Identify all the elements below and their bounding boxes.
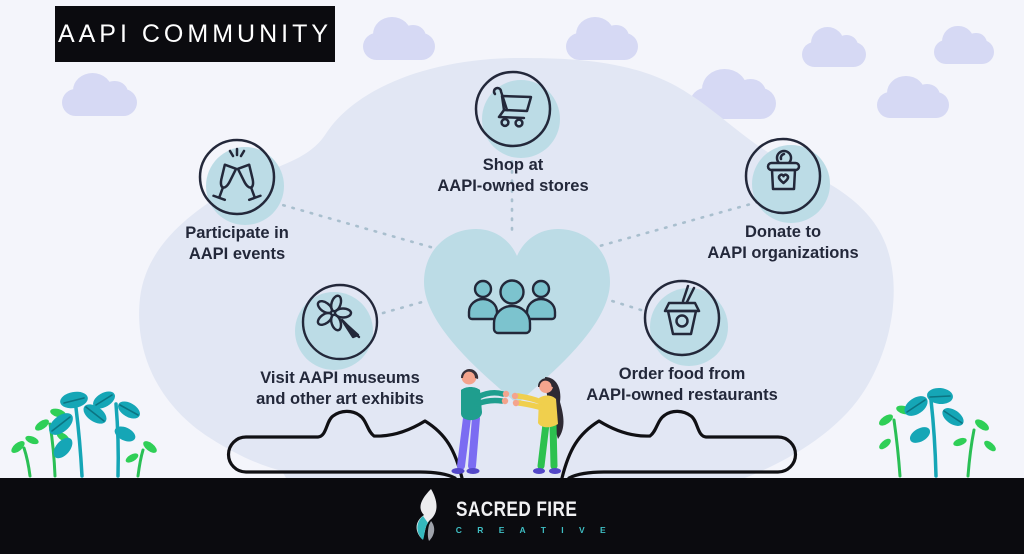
page-title: AAPI COMMUNITY: [57, 19, 333, 48]
footer-bar: SACRED FIRE C R E A T I V E: [0, 478, 1024, 554]
cloud-icon: [363, 16, 435, 60]
cloud-icon: [802, 27, 866, 67]
toast-glasses-icon: [198, 138, 284, 225]
feature-label: Donate to AAPI organizations: [707, 223, 859, 262]
plant-illustration: [879, 387, 996, 478]
flame-logo-icon: [416, 489, 437, 541]
connector-line: [576, 200, 760, 254]
takeout-box-icon: [643, 279, 728, 366]
palette-brush-icon: [295, 283, 379, 370]
man-figure: [451, 368, 510, 474]
donation-box-icon: [744, 137, 830, 223]
cloud-icon: [566, 16, 638, 60]
connector-line: [263, 198, 450, 254]
brand-name: SACRED FIRE: [455, 497, 578, 521]
cloud-icon: [877, 76, 949, 118]
title-banner: AAPI COMMUNITY: [55, 6, 335, 62]
cloud-icon: [62, 72, 137, 116]
right-hand-icon: [560, 409, 798, 480]
feature-label: Participate in AAPI events: [185, 224, 289, 263]
hands-illustration: [226, 409, 798, 480]
feature-donate: Donate to AAPI organizations: [668, 137, 898, 264]
feature-label: Visit AAPI museums and other art exhibit…: [256, 369, 424, 408]
feature-events: Participate in AAPI events: [122, 138, 352, 265]
feature-shop: Shop at AAPI-owned stores: [398, 70, 628, 197]
feature-museums: Visit AAPI museums and other art exhibit…: [225, 283, 455, 410]
plant-illustration: [11, 391, 157, 478]
feature-label: Shop at AAPI-owned stores: [437, 156, 589, 195]
cloud-icon: [690, 69, 776, 119]
cloud-icon: [934, 25, 994, 64]
community-group-icon: [467, 279, 557, 335]
feature-label: Order food from AAPI-owned restaurants: [586, 365, 778, 404]
feature-food: Order food from AAPI-owned restaurants: [567, 279, 797, 406]
woman-figure: [511, 377, 564, 474]
brand-subtitle: C R E A T I V E: [455, 524, 613, 535]
shopping-cart-icon: [474, 70, 560, 158]
left-hand-icon: [226, 409, 464, 480]
